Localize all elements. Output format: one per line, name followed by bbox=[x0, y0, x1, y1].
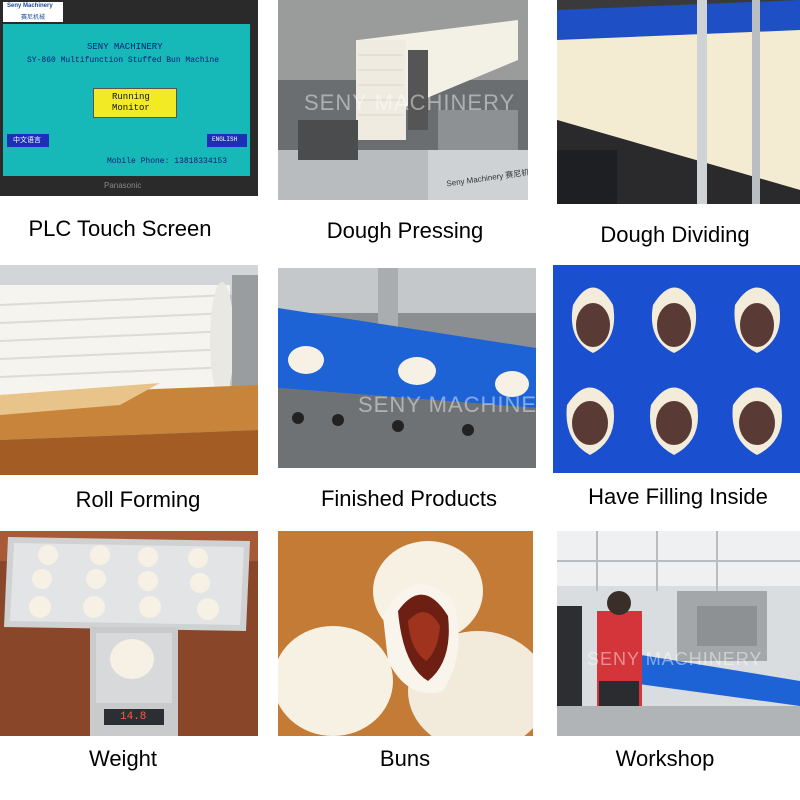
roll-forming-photo bbox=[0, 265, 258, 475]
button-line2: Monitor bbox=[112, 103, 150, 113]
scale-reading: 14.8 bbox=[120, 711, 147, 723]
seny-watermark: SENY MACHINERY bbox=[587, 649, 763, 669]
caption-dough-pressing: Dough Pressing bbox=[326, 218, 484, 243]
lang-cn-label: 中文语言 bbox=[13, 137, 41, 145]
caption-weight: Weight bbox=[88, 746, 158, 771]
dough-dividing-photo bbox=[557, 0, 800, 204]
plc-touch-screen-photo: Seny Machinery 赛尼机械 SENY MACHINERY SY-86… bbox=[0, 0, 258, 196]
workshop-photo: SENY MACHINERY bbox=[557, 531, 800, 736]
running-monitor-button[interactable]: Running Monitor bbox=[93, 88, 177, 118]
mobile-phone: Mobile Phone: 13818334153 bbox=[107, 157, 228, 166]
seny-watermark: SENY MACHINERY bbox=[304, 90, 516, 115]
dough-pressing-photo: SENY MACHINERY Seny Machinery 赛尼机械 bbox=[278, 0, 528, 200]
finished-products-photo: SENY MACHINERY bbox=[278, 268, 536, 468]
caption-plc-touch-screen: PLC Touch Screen bbox=[28, 216, 212, 241]
english-language-button[interactable]: ENGLISH bbox=[207, 134, 247, 147]
machine-model: SY-860 Multifunction Stuffed Bun Machine bbox=[27, 56, 220, 65]
button-line1: Running bbox=[112, 92, 150, 102]
brand-logo-cn: 赛尼机械 bbox=[21, 14, 46, 21]
buns-photo bbox=[278, 531, 533, 736]
seny-logo: Seny Machinery 赛尼机械 bbox=[3, 2, 63, 22]
caption-finished-products: Finished Products bbox=[320, 486, 498, 511]
weight-photo: 14.8 bbox=[0, 531, 258, 736]
brand-logo-text: Seny Machinery bbox=[7, 3, 53, 9]
bezel-brand: Panasonic bbox=[104, 181, 142, 190]
caption-roll-forming: Roll Forming bbox=[75, 487, 201, 512]
caption-workshop: Workshop bbox=[615, 746, 715, 771]
caption-buns: Buns bbox=[379, 746, 431, 771]
chinese-language-button[interactable]: 中文语言 bbox=[7, 134, 49, 147]
filling-inside-photo bbox=[553, 265, 800, 473]
caption-have-filling-inside: Have Filling Inside bbox=[588, 484, 768, 509]
caption-dough-dividing: Dough Dividing bbox=[600, 222, 750, 247]
company-name: SENY MACHINERY bbox=[87, 42, 163, 52]
seny-watermark: SENY MACHINERY bbox=[358, 392, 536, 417]
lang-en-label: ENGLISH bbox=[212, 136, 238, 143]
plc-screen: Seny Machinery 赛尼机械 SENY MACHINERY SY-86… bbox=[3, 2, 250, 176]
